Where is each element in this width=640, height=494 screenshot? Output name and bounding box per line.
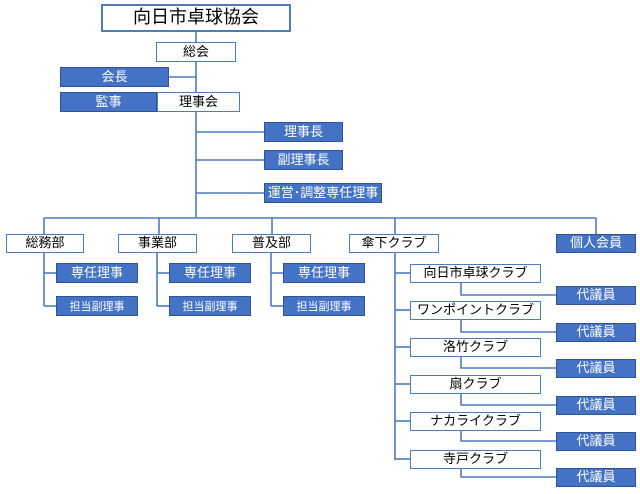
president-box: 会長 xyxy=(60,67,169,87)
org-title: 向日市卓球協会 xyxy=(101,4,291,32)
department-general-affairs: 総務部 xyxy=(6,234,84,253)
general-assembly-box: 総会 xyxy=(156,42,236,62)
club-representative-box: 代議員 xyxy=(556,396,636,415)
department-promotion-director: 専任理事 xyxy=(283,263,365,283)
club-box: 洛竹クラブ xyxy=(410,338,541,357)
club-representative-box: 代議員 xyxy=(556,432,636,451)
club-box: ナカライクラブ xyxy=(410,412,541,431)
department-promotion: 普及部 xyxy=(232,234,311,253)
club-box: 寺戸クラブ xyxy=(410,450,541,469)
club-representative-box: 代議員 xyxy=(556,323,636,342)
department-business-director: 専任理事 xyxy=(169,263,251,283)
vice-chairman-box: 副理事長 xyxy=(264,150,343,170)
individual-members-box: 個人会員 xyxy=(556,234,636,253)
club-representative-box: 代議員 xyxy=(556,286,636,305)
department-general-affairs-vice: 担当副理事 xyxy=(56,296,138,316)
affiliated-clubs-box: 傘下クラブ xyxy=(349,234,439,253)
chairman-box: 理事長 xyxy=(264,122,343,142)
department-business: 事業部 xyxy=(118,234,197,253)
club-representative-box: 代議員 xyxy=(556,359,636,378)
department-general-affairs-director: 専任理事 xyxy=(56,263,138,283)
club-box: ワンポイントクラブ xyxy=(410,301,541,320)
operations-director-box: 運営･調整専任理事 xyxy=(264,183,382,203)
department-promotion-vice: 担当副理事 xyxy=(283,296,365,316)
club-box: 扇クラブ xyxy=(410,375,541,394)
club-representative-box: 代議員 xyxy=(556,468,636,487)
club-box: 向日市卓球クラブ xyxy=(410,264,541,283)
department-business-vice: 担当副理事 xyxy=(169,296,251,316)
board-box: 理事会 xyxy=(157,92,240,112)
auditor-box: 監事 xyxy=(60,92,157,112)
